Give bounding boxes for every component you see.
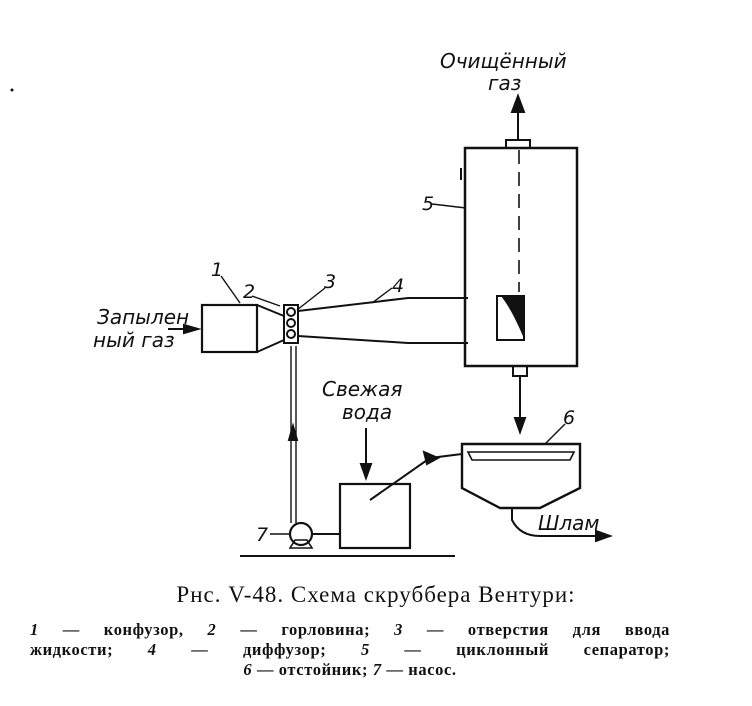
leader-6 <box>544 423 566 445</box>
legend-number: 1 <box>30 620 39 639</box>
bottom-outlet-arrow <box>513 417 527 435</box>
settler-inner-rim <box>466 451 576 461</box>
fresh-water-arrow <box>359 463 373 481</box>
clean-gas-label-2: газ <box>488 71 521 95</box>
dusty-gas-label-2: ный газ <box>93 328 175 352</box>
dusty-gas-label-1: Запылен <box>97 305 189 329</box>
cyclone-separator <box>463 146 579 368</box>
figure-legend: 1 — конфузор, 2 — горловина; 3 — отверст… <box>30 620 670 680</box>
confuser-cone <box>256 304 285 353</box>
legend-number: 2 <box>207 620 217 639</box>
clean-gas-arrow <box>510 93 526 113</box>
legend-text: — циклонный сепаратор; <box>369 640 670 659</box>
sludge-pipe <box>511 508 598 537</box>
number-4: 4 <box>392 275 404 297</box>
clean-gas-label-1: Очищённый <box>440 49 567 73</box>
cyclone-inlet-swirl <box>500 296 525 337</box>
riser-arrow <box>287 422 299 441</box>
legend-text: — горловина; <box>216 620 395 639</box>
number-2: 2 <box>243 281 255 303</box>
legend-text: — насос. <box>381 660 457 679</box>
figure-caption: Рнс. V-48. Схема скруббера Вентури: <box>176 582 576 607</box>
liquid-hole-2 <box>286 318 296 328</box>
legend-number: 6 <box>243 660 253 679</box>
number-3: 3 <box>324 271 336 293</box>
number-5: 5 <box>422 193 434 215</box>
leader-2 <box>251 295 281 307</box>
legend-number: 5 <box>360 640 370 659</box>
diffuser <box>297 297 468 344</box>
pump-base <box>288 539 314 549</box>
dusty-gas-arrow <box>183 323 202 335</box>
legend-text: жидкости; <box>30 640 148 659</box>
water-tank <box>338 482 412 550</box>
legend-line-3: 6 — отстойник; 7 — насос. <box>30 660 670 680</box>
legend-text: — отверстия для ввода <box>402 620 670 639</box>
legend-number: 7 <box>372 660 382 679</box>
legend-text: — конфузор, <box>38 620 208 639</box>
liquid-hole-3 <box>286 329 296 339</box>
legend-number: 3 <box>394 620 403 639</box>
number-1: 1 <box>211 259 223 281</box>
legend-text: — отстойник; <box>252 660 373 679</box>
leader-1 <box>220 275 241 304</box>
fresh-water-label-1: Свежая <box>322 377 402 401</box>
legend-line-2: жидкости; 4 — диффузор; 5 — циклонный се… <box>30 640 670 660</box>
throat <box>283 304 299 344</box>
settler <box>460 442 582 510</box>
leader-4 <box>371 287 393 304</box>
recirc-arrow <box>422 450 441 466</box>
number-7: 7 <box>256 524 268 546</box>
stray-dot <box>10 88 14 92</box>
number-6: 6 <box>563 407 575 429</box>
legend-line-1: 1 — конфузор, 2 — горловина; 3 — отверст… <box>30 620 670 640</box>
leader-3 <box>296 287 326 311</box>
sludge-label: Шлам <box>538 511 600 535</box>
bottom-outlet <box>512 365 528 377</box>
sludge-arrow <box>595 529 613 543</box>
fresh-water-label-2: вода <box>342 400 392 424</box>
confuser-inlet <box>200 303 259 354</box>
legend-text: — диффузор; <box>156 640 361 659</box>
liquid-hole-1 <box>286 307 296 317</box>
leader-5 <box>431 203 467 209</box>
legend-number: 4 <box>147 640 157 659</box>
recirc-line <box>369 453 463 501</box>
